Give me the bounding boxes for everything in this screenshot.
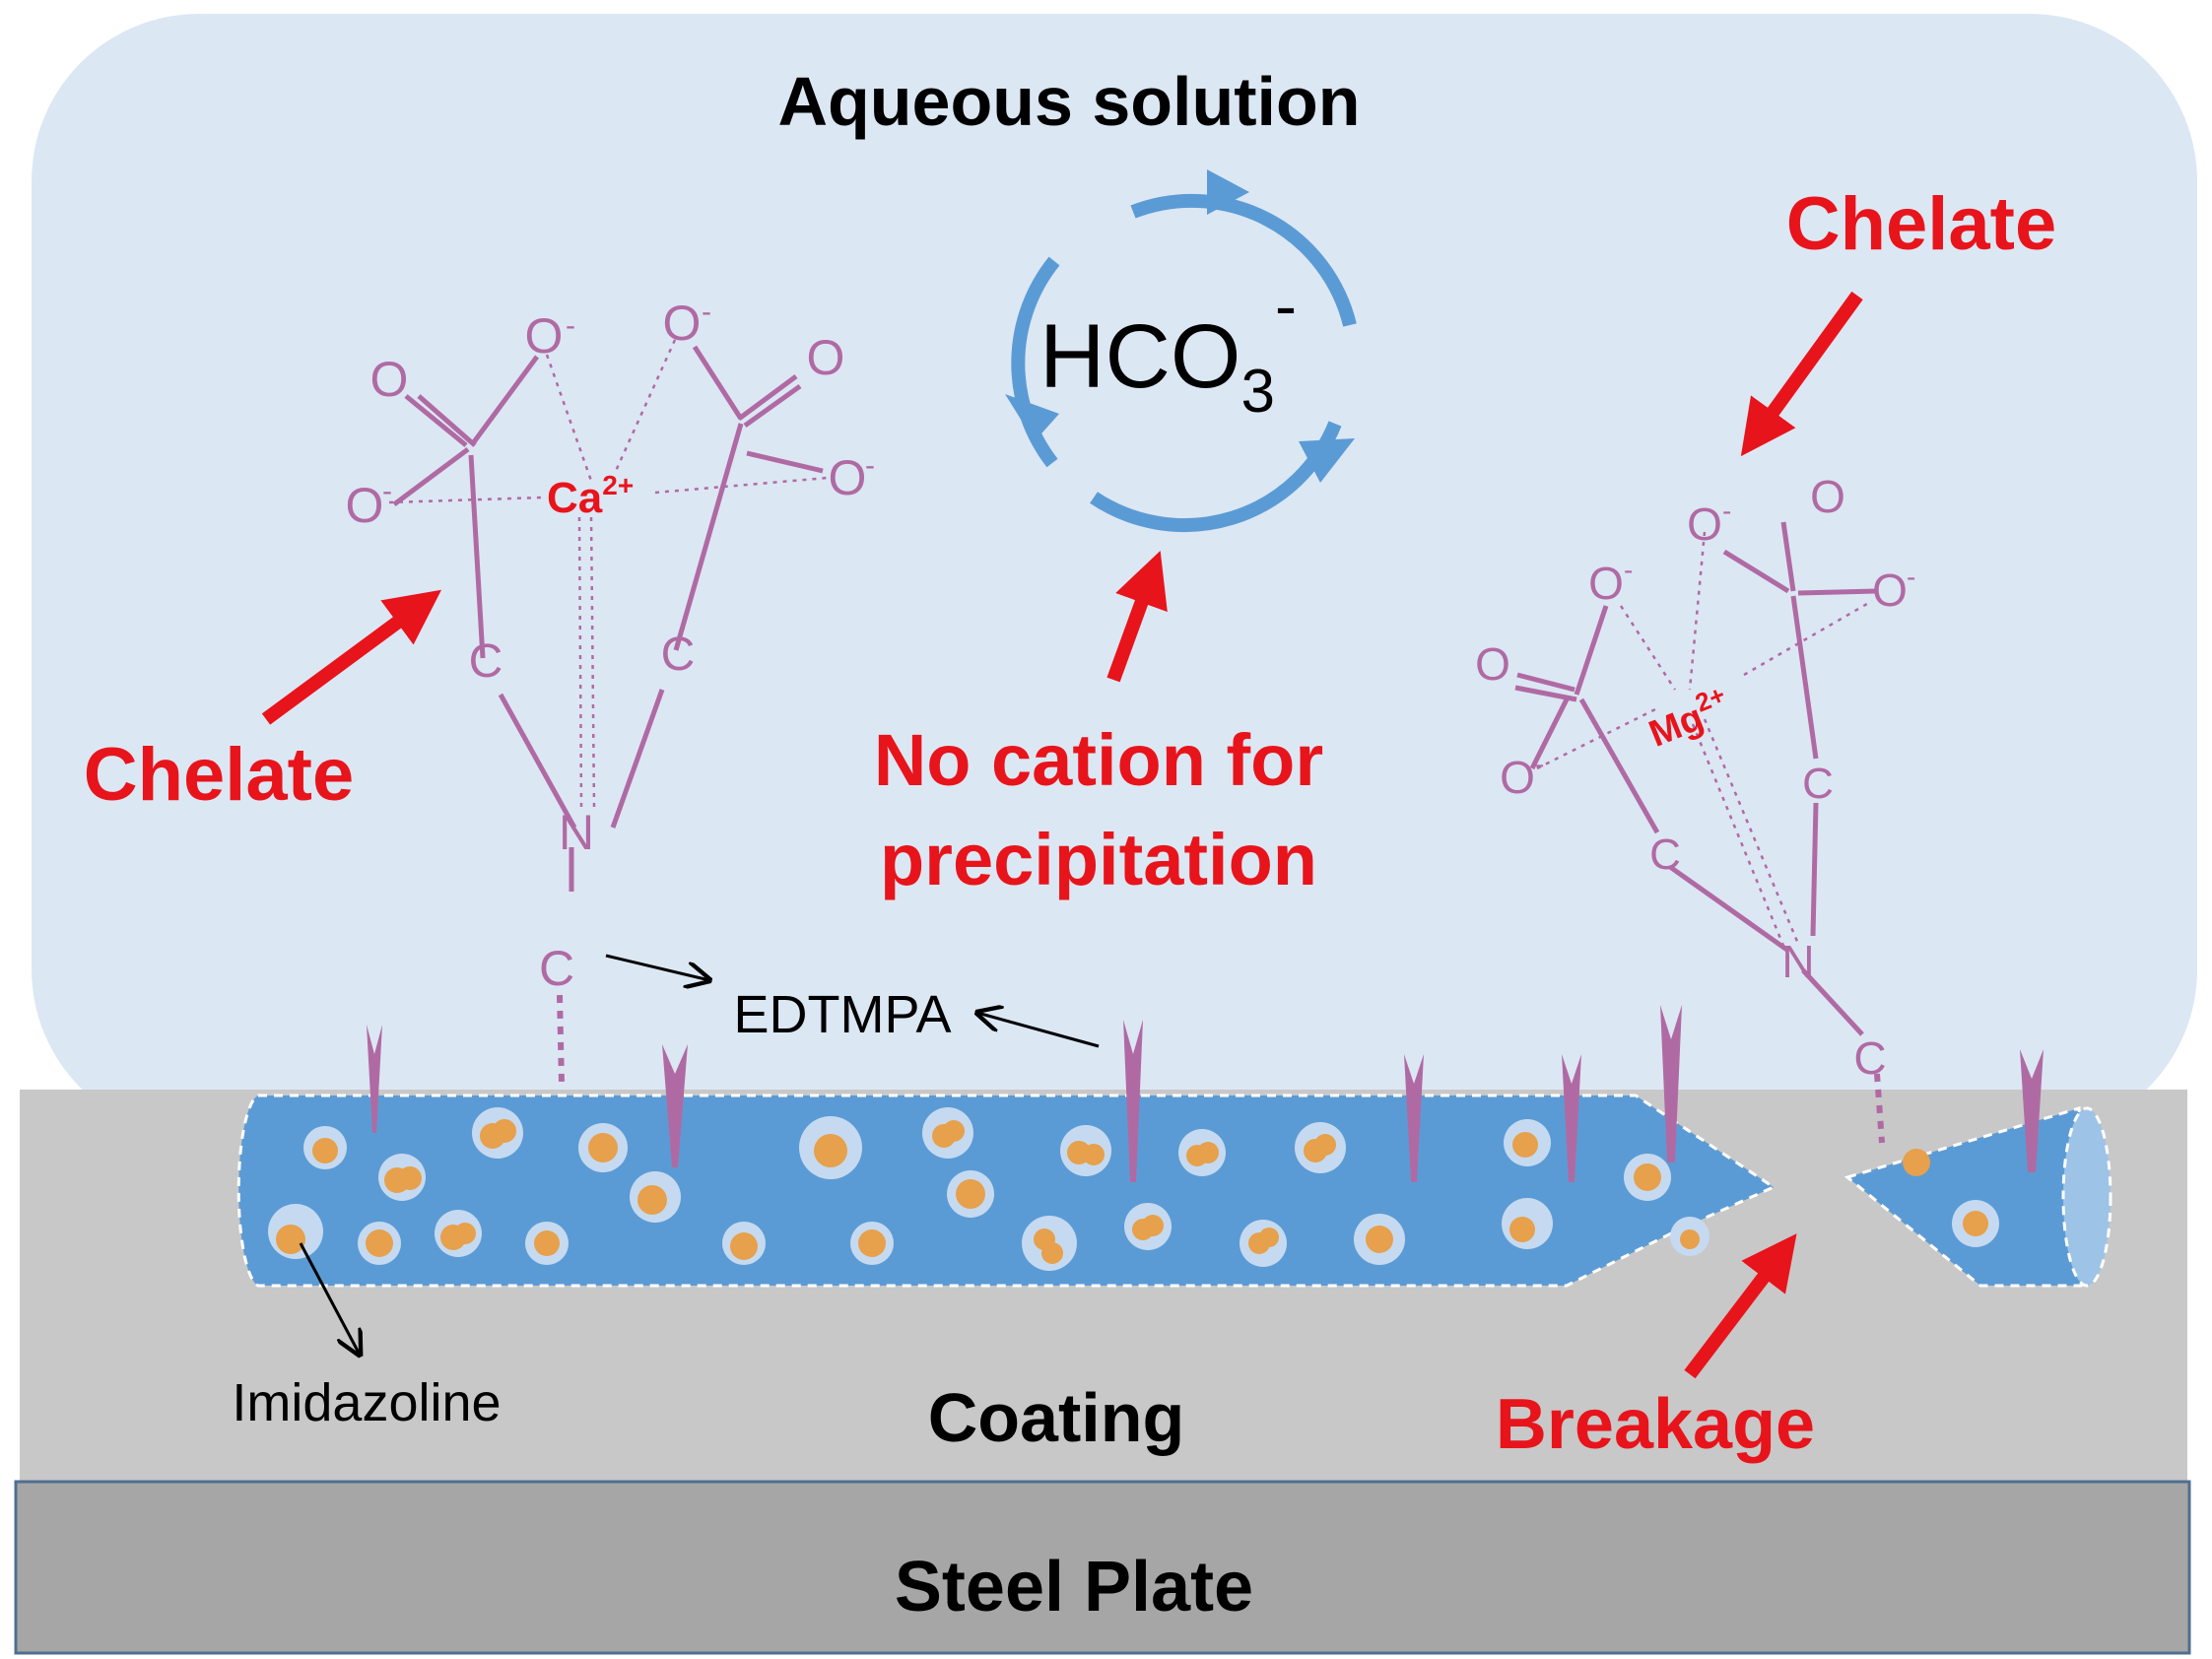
chelate-left-label: Chelate <box>84 733 355 817</box>
particle <box>1240 1220 1287 1267</box>
svg-text:O: O <box>663 296 702 351</box>
steel-plate-label: Steel Plate <box>895 1548 1253 1626</box>
bond-n-c <box>498 693 577 830</box>
ca-ion-label: Ca2+ <box>547 470 634 522</box>
coating-label: Coating <box>928 1379 1185 1456</box>
particle <box>1903 1149 1930 1176</box>
particle <box>358 1222 401 1265</box>
svg-text:O: O <box>1588 558 1624 609</box>
svg-text:-: - <box>1624 555 1633 585</box>
arrow-chelate-left-icon <box>261 589 442 725</box>
svg-text:O: O <box>1500 752 1535 803</box>
aqueous-solution-title: Aqueous solution <box>777 63 1360 140</box>
coating-tube-main <box>236 1094 1777 1288</box>
arrow-imidazoline-icon <box>299 1242 360 1355</box>
svg-text:C: C <box>661 629 696 681</box>
annotation-arrows <box>299 954 1100 1355</box>
hco3-label: HCO3- <box>1039 269 1297 426</box>
svg-text:C: C <box>1802 760 1834 808</box>
particle <box>1124 1203 1172 1250</box>
imidazoline-particles <box>268 1107 1999 1271</box>
svg-text:O: O <box>1872 564 1908 616</box>
svg-text:O: O <box>1687 498 1722 550</box>
particle <box>799 1116 862 1179</box>
mg-chelate-complex <box>1514 521 1885 1144</box>
svg-text:C: C <box>469 635 503 688</box>
svg-text:-: - <box>382 475 392 507</box>
arrow-breakage-icon <box>1684 1233 1797 1379</box>
no-cation-label-line1: No cation for <box>874 719 1323 801</box>
particle <box>1060 1125 1111 1176</box>
particle <box>435 1210 482 1257</box>
cycle-arrowhead-icon <box>1299 438 1355 483</box>
particle <box>525 1222 569 1265</box>
particle <box>1670 1217 1709 1256</box>
svg-text:C: C <box>1853 1032 1886 1084</box>
particle <box>578 1123 628 1172</box>
hco3-cycle: HCO3- <box>1005 169 1357 533</box>
breakage-label: Breakage <box>1496 1385 1815 1464</box>
arrow-edtmpa-left-icon <box>605 954 709 980</box>
svg-text:O: O <box>525 308 564 364</box>
particle <box>1502 1198 1553 1249</box>
svg-text:N: N <box>559 805 594 860</box>
cycle-arrowhead-icon <box>1005 394 1059 441</box>
svg-text:O: O <box>1475 638 1510 690</box>
svg-text:C: C <box>1649 830 1681 879</box>
svg-text:O: O <box>346 478 384 533</box>
anchor-spikes <box>367 1005 2044 1182</box>
particle <box>472 1107 523 1159</box>
particle <box>268 1204 323 1259</box>
arrow-chelate-right-icon <box>1740 291 1863 457</box>
particle <box>922 1107 973 1159</box>
particle <box>1178 1129 1226 1176</box>
ca-atom-labels: O O - O - O O - O - C C N C Ca2+ <box>346 296 875 996</box>
particle <box>378 1154 426 1201</box>
svg-text:O: O <box>807 330 845 385</box>
svg-text:N: N <box>1781 936 1814 987</box>
svg-text:-: - <box>702 296 711 328</box>
particle <box>1952 1200 1999 1247</box>
svg-text:-: - <box>865 449 875 482</box>
svg-text:O: O <box>370 352 409 407</box>
mg-atom-labels: O O - O - O O - O - C C N C Mg2+ <box>1475 471 1915 1084</box>
svg-text:O: O <box>1810 471 1845 522</box>
particle <box>850 1222 894 1265</box>
ca-chelate-complex <box>388 339 829 1085</box>
particle <box>1354 1214 1405 1265</box>
imidazoline-label: Imidazoline <box>232 1373 501 1432</box>
svg-text:-: - <box>1907 562 1915 592</box>
particle <box>1295 1122 1346 1173</box>
chelate-right-label: Chelate <box>1786 182 2057 266</box>
arrow-no-cation-icon <box>1106 550 1168 683</box>
edtmpa-label: EDTMPA <box>733 985 951 1044</box>
particle <box>947 1170 994 1218</box>
svg-text:-: - <box>1535 749 1544 779</box>
particle <box>1504 1119 1551 1166</box>
svg-text:C: C <box>539 941 574 996</box>
cycle-arrowhead-icon <box>1207 169 1249 215</box>
red-arrows <box>261 291 1863 1379</box>
no-cation-label-line2: precipitation <box>880 819 1317 900</box>
particle <box>303 1126 347 1169</box>
particle <box>1022 1216 1077 1271</box>
particle <box>1624 1154 1671 1201</box>
particle <box>722 1222 766 1265</box>
svg-text:-: - <box>566 309 575 342</box>
particle <box>630 1171 681 1223</box>
svg-text:O: O <box>829 450 867 505</box>
steel-plate-layer <box>14 1480 2191 1655</box>
svg-text:-: - <box>1722 496 1731 526</box>
arrow-edtmpa-right-icon <box>977 1013 1100 1048</box>
